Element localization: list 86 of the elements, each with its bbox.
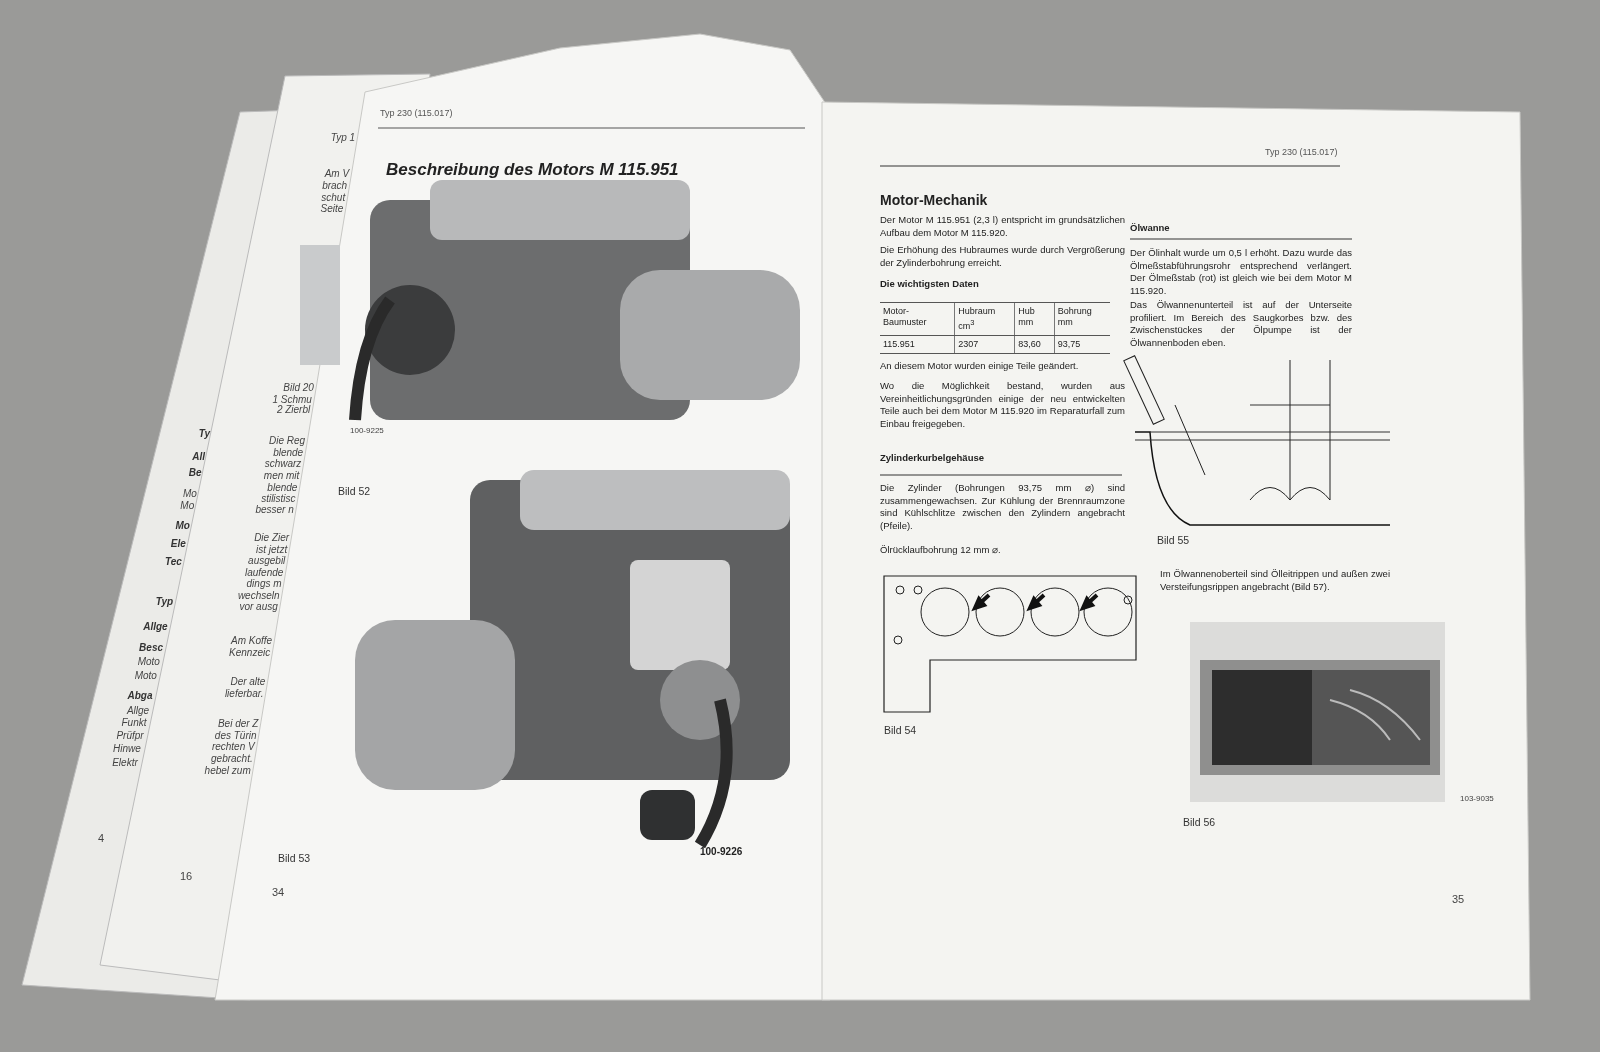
paragraph: An diesem Motor wurden einige Teile geändert.	[880, 360, 1080, 373]
text-fragment: ausgebil	[248, 555, 286, 566]
figure-caption: Bild 56	[1183, 816, 1216, 828]
text-fragment: hebel zum	[204, 765, 251, 776]
paragraph: Im Ölwannenoberteil sind Ölleitrippen und außen zwei Versteifungsrippen angebracht (Bild 57).	[1160, 568, 1390, 593]
text-fragment: Funkt	[121, 717, 147, 728]
text-fragment: men mit	[263, 470, 300, 481]
text-fragment: Am V	[324, 168, 350, 179]
running-header: Typ 230 (115.017)	[1265, 147, 1338, 157]
text-fragment: Ty	[198, 428, 211, 439]
text-fragment: Be	[188, 467, 202, 478]
text-fragment: des Türin	[214, 730, 257, 741]
page-title: Beschreibung des Motors M 115.951	[386, 160, 679, 180]
table-cell: Hub mm	[1014, 302, 1055, 336]
text-fragment: Der alte	[230, 676, 266, 687]
paragraph: Wo die Möglichkeit bestand, wurden aus Vereinheitlichungsgründen einige der neu entwickelten Teile auch bei dem Motor M 115.920 im Reparaturfall zum Einbau freigegeben.	[880, 380, 1125, 430]
page-number: 16	[180, 870, 193, 882]
text-fragment: vor ausg	[239, 601, 278, 612]
text-fragment: blende	[273, 447, 304, 458]
paragraph: Die Zylinder (Bohrungen 93,75 mm ⌀) sind zusammengewachsen. Zur Kühlung der Brennraumzone sind Kühlschlitze zwischen den Zylindern angebracht (Pfeile).	[880, 482, 1125, 532]
text-fragment: dings m	[246, 578, 282, 589]
text-fragment: Mo	[182, 488, 197, 499]
section-title: Motor-Mechanik	[880, 192, 988, 208]
figure-code: 100-9226	[700, 846, 743, 857]
text-fragment: Typ	[155, 596, 174, 607]
figure-caption: Bild 54	[884, 724, 917, 736]
text-fragment: schut	[321, 192, 346, 203]
table-cell: Motor- Baumuster	[880, 302, 955, 336]
text-fragment: Typ 1	[330, 132, 356, 143]
text-fragment: Prüfpr	[116, 730, 144, 741]
paragraph: Ölrücklaufbohrung 12 mm ⌀.	[880, 544, 1002, 557]
figure-code: 100-9225	[350, 426, 384, 435]
text-fragment: Mo	[175, 520, 190, 531]
paragraph: Die Erhöhung des Hubraumes wurde durch Vergrößerung der Zylinderbohrung erreicht.	[880, 244, 1125, 269]
text-fragment: Tec	[165, 556, 182, 567]
text-fragment: Moto	[137, 656, 160, 667]
figure-caption: Bild 53	[278, 852, 311, 864]
text-fragment: rechten V	[211, 741, 255, 752]
figure-code: 103-9035	[1460, 794, 1494, 803]
text-fragment: laufende	[245, 567, 284, 578]
text-fragment: Besc	[139, 642, 163, 653]
table-cell: 83,60	[1014, 335, 1055, 354]
text-fragment: lieferbar.	[224, 688, 264, 699]
text-fragment: Allge	[126, 705, 150, 716]
text-fragment: wechseln	[237, 590, 280, 601]
page-number: 4	[98, 832, 105, 844]
paragraph: Der Ölinhalt wurde um 0,5 l erhöht. Dazu wurde das Ölmeßstabführungsrohr entsprechend verlängert. Der Ölmeßstab (rot) ist gleich wie bei dem Motor M 115.920.	[1130, 247, 1352, 297]
text-fragment: blende	[267, 482, 298, 493]
text-fragment: Bei der Z	[217, 718, 259, 729]
page-number: 35	[1452, 893, 1465, 905]
text-fragment: 2 Zierbl	[276, 404, 311, 415]
paragraph: Das Ölwannenunterteil ist auf der Unterseite profiliert. Im Bereich des Saugkorbes bzw. des Zwischenstückes der Ölpumpe ist der Ölwannenboden eben.	[1130, 299, 1352, 349]
text-fragment: All	[192, 451, 205, 462]
table-cell: 115.951	[880, 335, 955, 354]
text-fragment: Mo	[180, 500, 195, 511]
text-fragment: Am Koffe	[231, 635, 273, 646]
text-fragment: Ele	[170, 538, 186, 549]
table-cell: 2307	[954, 335, 1015, 354]
running-header: Typ 230 (115.017)	[380, 108, 453, 118]
section-heading: Die wichtigsten Daten	[880, 278, 979, 289]
text-fragment: Die Zier	[254, 532, 290, 543]
table-cell: 93,75	[1054, 335, 1110, 354]
text-fragment: Hinwe	[113, 743, 141, 754]
text-fragment: schwarz	[264, 458, 302, 469]
text-fragment: Moto	[134, 670, 157, 681]
section-heading: Zylinderkurbelgehäuse	[880, 452, 984, 463]
text-fragment: gebracht.	[211, 753, 253, 764]
text-fragment: ist jetzt	[256, 544, 288, 555]
section-heading: Ölwanne	[1130, 222, 1170, 233]
table-cell: Hubraum cm$^{3}$	[954, 302, 1015, 336]
text-fragment: Kennzeic	[229, 647, 271, 658]
text-fragment: Abga	[127, 690, 153, 701]
table-cell: Bohrung mm	[1054, 302, 1110, 336]
page-number: 34	[272, 886, 285, 898]
figure-caption: Bild 20	[283, 382, 314, 393]
text-fragment: stilistisc	[261, 493, 296, 504]
text-fragment: brach	[322, 180, 348, 191]
text-fragment: Elektr	[112, 757, 138, 768]
figure-caption: Bild 52	[338, 485, 371, 497]
text-fragment: Seite	[320, 203, 344, 214]
text-fragment: 1 Schmu	[272, 394, 312, 405]
text-fragment: Allge	[143, 621, 168, 632]
paragraph: Der Motor M 115.951 (2,3 l) entspricht im grundsätzlichen Aufbau dem Motor M 115.920.	[880, 214, 1125, 239]
text-fragment: besser n	[255, 504, 294, 515]
figure-caption: Bild 55	[1157, 534, 1190, 546]
text-fragment: Die Reg	[269, 435, 306, 446]
